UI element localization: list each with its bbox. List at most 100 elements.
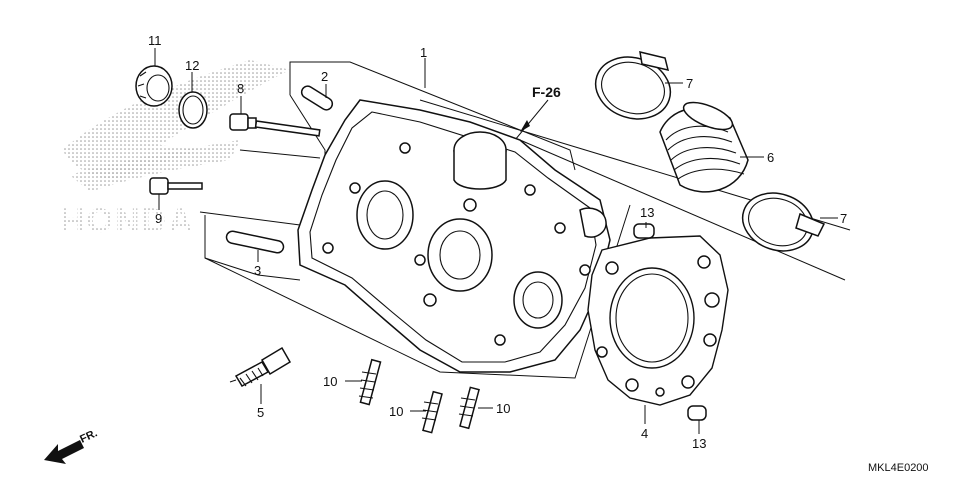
callout-13-upper: 13 [640,205,654,220]
callout-9: 9 [155,211,162,226]
part-13-dowel-upper[interactable] [633,223,655,239]
cylinder-head-intake-body [453,150,507,190]
head-gasket-hole-4 [703,333,717,347]
part-13-dowel-lower[interactable] [687,405,707,421]
bracket-f26-arrow [514,99,549,141]
stud-c-threads [458,397,476,417]
bolt-9-shank [167,182,203,190]
head-gasket-hole-6 [625,378,639,392]
insulator-rim [682,101,734,131]
cylinder-head-bolt-hole-1 [399,142,411,154]
head-gasket-hole-7 [596,346,608,358]
dowel-pin-upper [300,85,334,111]
cylinder-head-bolt-hole-10 [579,264,591,276]
brand-watermark: HONDA [60,60,290,240]
spark-plug-tip [229,379,237,383]
bolt-9-head [149,177,169,195]
part-10-stud-c[interactable] [458,386,480,430]
part-5-spark-plug[interactable] [229,346,292,387]
callout-3: 3 [254,263,261,278]
hose-clamp-lower-screw [795,212,826,237]
cap-grip [137,71,147,99]
part-11-cap[interactable] [135,65,173,107]
callout-1: 1 [420,45,427,60]
callout-10-a: 10 [323,374,337,389]
bracket-part-8 [239,149,321,159]
bolt-8-head [229,113,249,131]
dowel-13-upper [633,223,655,239]
callout-7-upper: 7 [686,76,693,91]
callout-6: 6 [767,150,774,165]
o-ring-outer [178,91,208,129]
cylinder-head-port-center-inner [439,230,481,280]
part-3-dowel-pin[interactable] [225,230,285,254]
bracket-part-7-left [519,139,846,281]
brand-watermark-text: HONDA [60,202,195,240]
cylinder-head-bolt-hole-7 [524,184,536,196]
head-gasket-hole-3 [704,292,720,308]
o-ring-inner [182,95,204,125]
cylinder-head-bolt-hole-3 [322,242,334,254]
part-9-bolt[interactable] [149,177,203,195]
part-12-o-ring[interactable] [178,91,208,129]
leader-lines [154,48,838,434]
head-gasket-hole-1 [605,261,619,275]
callout-7-lower: 7 [840,211,847,226]
head-gasket-hole-2 [697,255,711,269]
wing-logo-lower-icon [70,140,240,192]
callout-12: 12 [185,58,199,73]
head-gasket-bore-ring [615,273,689,363]
cylinder-head-boss-right [579,207,607,238]
callout-10-b: 10 [389,404,403,419]
reference-arrow-icon [520,120,530,132]
part-10-stud-b[interactable] [421,390,443,434]
bolt-8-washer [247,117,257,129]
head-gasket-hole-8 [655,387,665,397]
insulator-ribs [665,125,745,180]
cap-inner [146,74,170,102]
hose-clamp-upper-screw [639,51,670,72]
part-2-dowel-pin[interactable] [299,84,334,112]
cylinder-head-inner-edge [309,111,597,363]
head-gasket-bore [609,267,695,369]
bracket-part-3 [204,215,301,281]
callout-13-lower: 13 [692,436,706,451]
cylinder-head-bolt-hole-4 [423,293,437,307]
cylinder-head-bolt-hole-2 [349,182,361,194]
reference-f26[interactable]: F-26 [520,84,561,132]
hose-clamp-upper-inner [601,61,665,115]
spark-plug-threads [239,367,264,387]
front-direction-indicator: FR. [44,427,99,464]
part-8-bolt[interactable] [229,113,321,137]
cylinder-head-port-left [356,180,414,250]
part-7-hose-clamp-lower[interactable] [735,184,826,260]
callout-2: 2 [321,69,328,84]
cylinder-head-bolt-hole-5 [494,334,506,346]
cylinder-head[interactable] [297,99,611,373]
front-arrow-icon [44,440,84,464]
drawing-code: MKL4E0200 [868,462,929,474]
cylinder-head-bolt-hole-9 [414,254,426,266]
part-10-stud-a[interactable] [358,358,382,406]
cylinder-head-port-center [427,218,493,292]
callout-10-c: 10 [496,401,510,416]
cylinder-head-port-left-inner [366,190,404,240]
spark-plug-hex [260,346,292,376]
bolt-8-shank [254,120,321,137]
bracket-part-1 [289,61,576,171]
cylinder-head-bolt-hole-6 [554,222,566,234]
reference-label: F-26 [532,84,561,100]
head-gasket-hole-5 [681,375,695,389]
stud-b-body [422,390,443,434]
callout-5: 5 [257,405,264,420]
cylinder-head-port-right-inner [522,281,554,319]
part-4-head-gasket[interactable] [587,235,729,406]
callout-labels: 1 2 3 4 5 6 7 7 8 9 10 10 10 11 12 13 13 [148,33,847,451]
part-7-hose-clamp-upper[interactable] [588,48,679,129]
part-6-insulator[interactable] [659,97,749,193]
stud-a-threads [358,371,377,399]
cylinder-head-port-right [513,271,563,329]
front-label: FR. [78,427,99,445]
bracket-part-9 [199,211,301,226]
